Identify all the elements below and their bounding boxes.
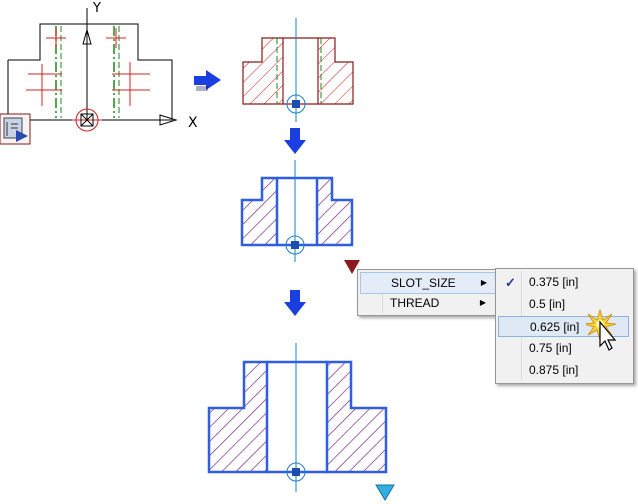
flow-arrow-right-icon — [194, 70, 221, 91]
slot-size-submenu: ✓ 0.375 [in] 0.5 [in] 0.625 [in] 0.75 [i… — [495, 268, 634, 384]
x-axis-label: X — [188, 115, 198, 131]
submenu-item-0875[interactable]: 0.875 [in] — [498, 360, 629, 381]
submenu-item-05[interactable]: 0.5 [in] — [498, 294, 629, 315]
flow-arrow-down-icon — [284, 128, 306, 154]
dynamic-grip-icon[interactable] — [375, 484, 395, 501]
submenu-item-label: 0.625 [in] — [530, 320, 580, 334]
submenu-arrow-icon: ▶ — [480, 278, 487, 287]
submenu-item-label: 0.375 [in] — [529, 275, 579, 289]
menu-item-thread[interactable]: THREAD ▶ — [360, 293, 494, 313]
submenu-item-label: 0.5 [in] — [529, 297, 566, 311]
submenu-item-label: 0.875 [in] — [529, 363, 579, 377]
menu-item-slot-size[interactable]: SLOT_SIZE ▶ — [360, 272, 496, 294]
check-icon: ✓ — [505, 275, 516, 290]
dynamic-grip-icon[interactable] — [344, 260, 360, 274]
menu-item-label: THREAD — [390, 296, 440, 310]
ucs-icon — [0, 113, 31, 145]
y-axis-label: Y — [92, 1, 101, 16]
section-view-selected — [240, 160, 354, 262]
mouse-cursor-icon — [586, 308, 617, 351]
original-part-drawing: Y X — [7, 1, 198, 132]
submenu-item-075[interactable]: 0.75 [in] — [498, 338, 629, 359]
section-view-resized — [207, 343, 388, 492]
submenu-item-0375[interactable]: ✓ 0.375 [in] — [498, 272, 629, 293]
menu-item-label: SLOT_SIZE — [391, 276, 456, 290]
section-view-red — [242, 18, 354, 122]
flow-arrow-down-icon — [284, 290, 306, 316]
context-menu: SLOT_SIZE ▶ THREAD ▶ — [357, 269, 499, 316]
submenu-arrow-icon: ▶ — [479, 298, 486, 307]
submenu-item-label: 0.75 [in] — [529, 341, 572, 355]
